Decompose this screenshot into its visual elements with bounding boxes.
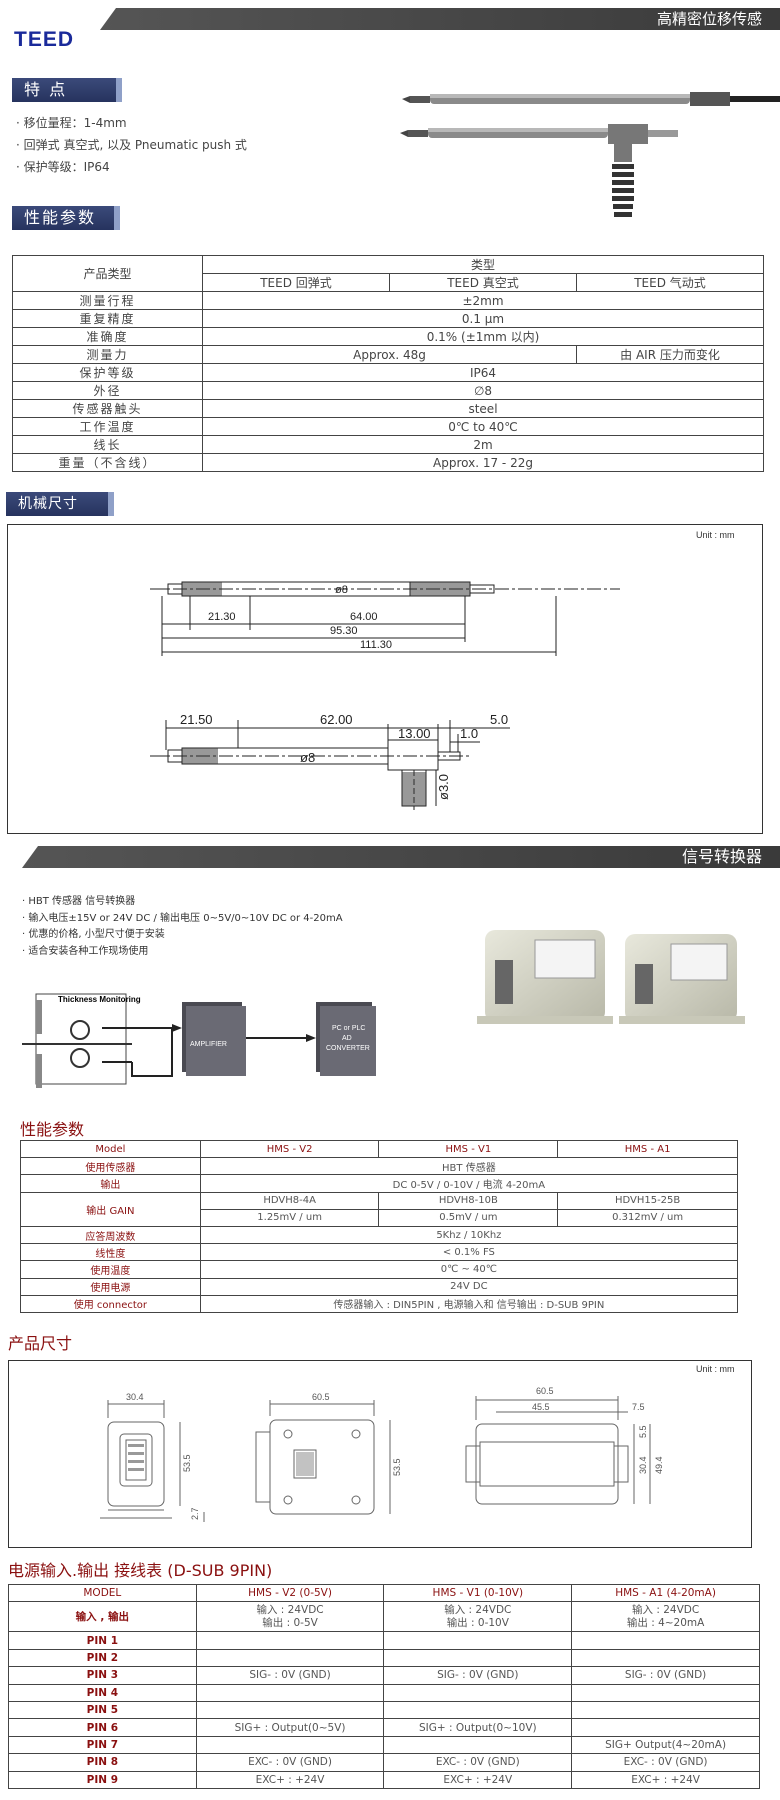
size-f: 60.5: [536, 1386, 554, 1396]
dim-f-2: ø3.0: [436, 774, 451, 800]
diagram-conv-3: CONVERTER: [326, 1045, 370, 1052]
specs-table: 产品类型 类型 TEED 回弹式 TEED 真空式 TEED 气动式 测量行程±…: [12, 255, 764, 472]
top-banner: 高精密位移传感: [100, 8, 780, 30]
table-row: 外径∅8: [12, 381, 764, 400]
table-row: Model HMS - V2 HMS - V1 HMS - A1: [20, 1139, 738, 1159]
bullet-item: · HBT 传感器 信号转换器: [22, 896, 136, 907]
dim-d-1: 111.30: [360, 639, 392, 651]
converter-banner: 信号转换器: [22, 846, 780, 868]
wiring-table: MODEL HMS - V2 (0-5V) HMS - V1 (0-10V) H…: [8, 1583, 760, 1789]
diagram-conv-2: AD: [342, 1035, 352, 1042]
dim-dia-1: ø8: [335, 584, 348, 596]
feature-item: · 回弹式 真空式, 以及 Pneumatic push 式: [16, 138, 247, 152]
type-col-1: TEED 回弹式: [202, 273, 390, 292]
converter-bullets: · HBT 传感器 信号转换器 · 输入电压±15V or 24V DC / 输…: [22, 894, 343, 960]
size-e: 53.5: [392, 1458, 402, 1476]
size-h: 7.5: [632, 1402, 645, 1412]
diagram-monitor: Thickness Monitoring: [58, 995, 141, 1004]
features-tag: 特 点: [12, 78, 122, 102]
bullet-item: · 输入电压±15V or 24V DC / 输出电压 0~5V/0~10V D…: [22, 912, 343, 924]
size-g: 45.5: [532, 1402, 550, 1412]
size-a: 30.4: [126, 1392, 144, 1402]
type-col-2: TEED 真空式: [389, 273, 577, 292]
product-type-header: 产品类型: [12, 255, 203, 292]
specs-tag: 性能参数: [12, 206, 120, 230]
dim-c-1: 95.30: [330, 625, 358, 637]
size-c: 2.7: [190, 1507, 200, 1520]
feature-item: · 保护等级：IP64: [16, 160, 110, 174]
bullet-item: · 优惠的价格, 小型尺寸便于安装: [22, 929, 165, 940]
dim-b-2: 62.00: [320, 712, 353, 727]
table-row: PIN 1: [8, 1631, 760, 1650]
size-b: 53.5: [182, 1454, 192, 1472]
conv-specs-title: 性能参数: [20, 1120, 85, 1139]
brand-logo: TEED: [14, 28, 75, 51]
size-i: 30.4: [638, 1456, 648, 1474]
table-row: 线性度< 0.1% FS: [20, 1243, 739, 1262]
bullet-item: · 适合安装各种工作现场使用: [22, 945, 149, 957]
dim-dia-2: ø8: [300, 750, 315, 765]
type-col-3: TEED 气动式: [576, 273, 764, 292]
diagram-amp: AMPLIFIER: [190, 1041, 227, 1048]
size-k: 5.5: [638, 1425, 648, 1438]
mech-tag: 机械尺寸: [6, 492, 114, 516]
size-d: 60.5: [312, 1392, 330, 1402]
feature-item: · 移位量程：1-4mm: [16, 116, 127, 130]
dim-b-1: 64.00: [350, 611, 378, 623]
wiring-title: 电源输入.输出 接线表 (D-SUB 9PIN): [8, 1561, 273, 1580]
dim-a-2: 21.50: [180, 712, 213, 727]
size-j: 49.4: [654, 1456, 664, 1474]
converter-photo: [477, 930, 745, 1024]
product-size-unit: Unit : mm: [696, 1364, 735, 1374]
dim-a-1: 21.30: [208, 611, 236, 623]
mech-unit: Unit : mm: [696, 530, 735, 540]
table-row: PIN 2: [8, 1648, 760, 1668]
dim-e-2: 1.0: [460, 726, 478, 741]
sensor-photo: [400, 92, 780, 217]
mech-drawing: ø8 21.30 64.00 95.30 111.30 21.50 62.00 …: [150, 581, 620, 810]
product-size-box: [8, 1360, 752, 1548]
table-row: PIN 5: [8, 1700, 760, 1720]
dim-c-2: 5.0: [490, 712, 508, 727]
dim-d-2: 13.00: [398, 726, 431, 741]
table-row: MODEL HMS - V2 (0-5V) HMS - V1 (0-10V) H…: [8, 1583, 760, 1603]
diagram-conv-1: PC or PLC: [332, 1025, 365, 1032]
product-size-title: 产品尺寸: [8, 1334, 73, 1353]
table-row: PIN 4: [8, 1683, 760, 1702]
converter-diagram: Thickness Monitoring AMPLIFIER PC or PLC…: [22, 993, 376, 1088]
type-header: 类型: [202, 255, 764, 274]
product-size-drawing: 30.4 53.5 2.7 60.5 53.5 60.5 45.5 7.5 30…: [100, 1386, 664, 1522]
table-row: 测量行程±2mm: [12, 291, 764, 310]
mech-drawing-box: [7, 524, 763, 834]
table-row: 重量（不含线）Approx. 17 - 22g: [12, 453, 764, 472]
